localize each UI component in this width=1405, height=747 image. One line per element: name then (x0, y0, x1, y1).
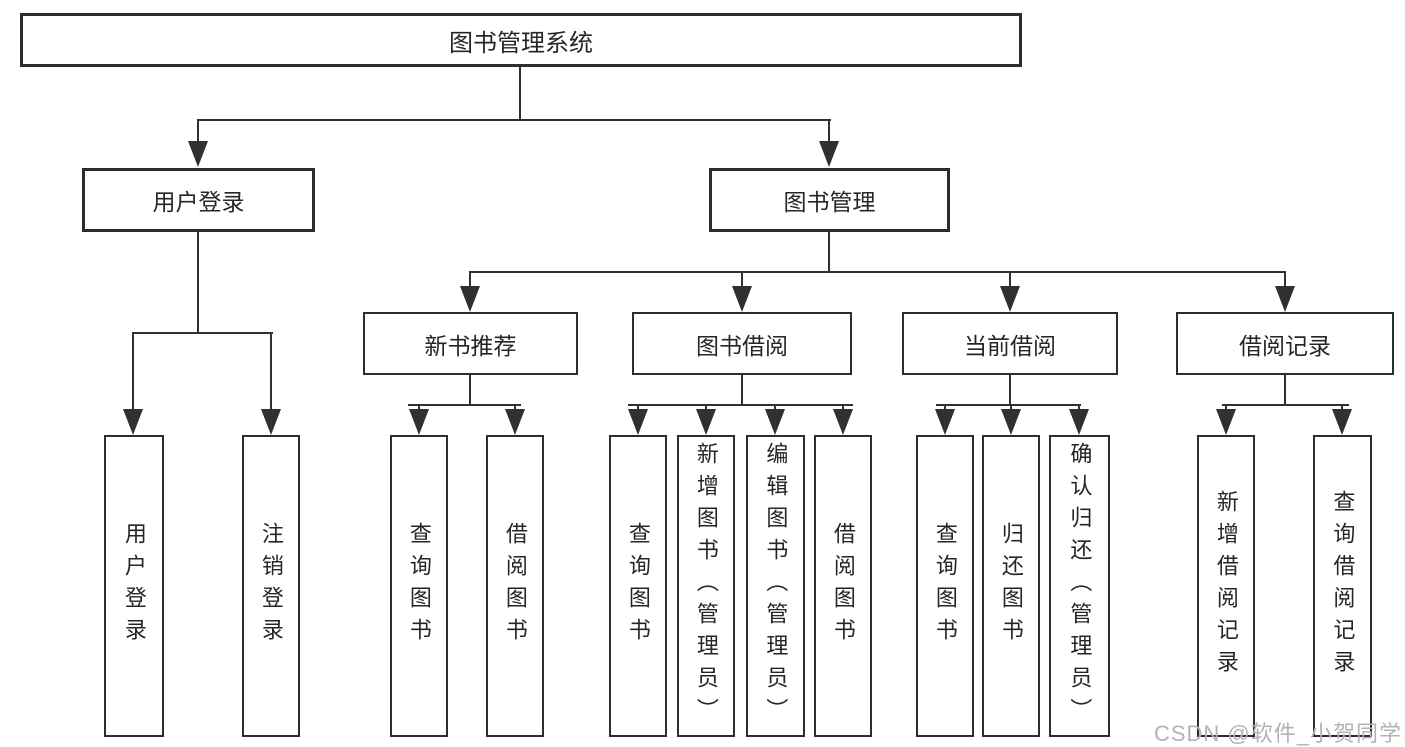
connector-line (774, 404, 776, 413)
node-book-management: 图书管理 (709, 168, 950, 232)
connector-line (842, 404, 844, 413)
arrow-down-icon (409, 409, 429, 435)
node-query-books-borrowing: 查询图书 (609, 435, 667, 737)
connector-line (469, 271, 1286, 273)
node-label: 借阅图书 (830, 522, 856, 650)
connector-line (270, 332, 272, 412)
connector-line (408, 404, 521, 406)
node-label: 图书管理系统 (449, 29, 593, 57)
node-label: 查询图书 (932, 522, 958, 650)
node-label: 查询图书 (406, 522, 432, 650)
connector-line (1009, 374, 1011, 406)
connector-line (628, 404, 853, 406)
connector-line (741, 374, 743, 406)
connector-line (1341, 404, 1343, 413)
node-label: 归还图书 (998, 522, 1024, 650)
node-label: 图书借阅 (696, 332, 788, 359)
node-logout: 注销登录 (242, 435, 300, 737)
node-user-login: 用户登录 (82, 168, 315, 232)
node-label: 编辑图书（管理员） (763, 442, 789, 730)
node-return-books: 归还图书 (982, 435, 1040, 737)
connector-line (1284, 271, 1286, 289)
connector-line (828, 231, 830, 273)
arrow-down-icon (261, 409, 281, 435)
node-user-login-leaf: 用户登录 (104, 435, 164, 737)
arrow-down-icon (819, 141, 839, 167)
connector-line (1284, 374, 1286, 406)
arrow-down-icon (1216, 409, 1236, 435)
arrow-down-icon (833, 409, 853, 435)
connector-line (418, 404, 420, 413)
arrow-down-icon (628, 409, 648, 435)
connector-line (1225, 404, 1227, 413)
node-book-borrowing: 图书借阅 (632, 312, 852, 375)
connector-line (741, 271, 743, 289)
node-borrowing-records: 借阅记录 (1176, 312, 1394, 375)
node-add-book-admin: 新增图书（管理员） (677, 435, 735, 737)
node-label: 图书管理 (783, 189, 876, 215)
connector-line (197, 231, 199, 334)
arrow-down-icon (935, 409, 955, 435)
arrow-down-icon (732, 286, 752, 312)
watermark-text: CSDN @软件_小贺同学 (1153, 721, 1402, 746)
node-label: 注销登录 (258, 522, 284, 650)
node-label: 确认归还（管理员） (1067, 442, 1093, 730)
arrow-down-icon (1001, 409, 1021, 435)
arrow-down-icon (696, 409, 716, 435)
connector-line (469, 271, 471, 289)
connector-line (1010, 404, 1012, 413)
connector-line (469, 374, 471, 406)
node-label: 当前借阅 (964, 332, 1056, 359)
arrow-down-icon (765, 409, 785, 435)
node-label: 新增借阅记录 (1213, 490, 1239, 682)
connector-line (637, 404, 639, 413)
arrow-down-icon (505, 409, 525, 435)
node-label: 查询借阅记录 (1330, 490, 1356, 682)
connector-line (197, 119, 199, 147)
node-edit-book-admin: 编辑图书（管理员） (746, 435, 805, 737)
arrow-down-icon (123, 409, 143, 435)
node-label: 借阅图书 (502, 522, 528, 650)
connector-line (519, 67, 521, 119)
node-borrow-books-recommend: 借阅图书 (486, 435, 544, 737)
arrow-down-icon (460, 286, 480, 312)
node-query-books-recommend: 查询图书 (390, 435, 448, 737)
node-query-borrow-record: 查询借阅记录 (1313, 435, 1372, 737)
arrow-down-icon (1000, 286, 1020, 312)
connector-line (132, 332, 134, 412)
arrow-down-icon (1332, 409, 1352, 435)
node-label: 新增图书（管理员） (693, 442, 719, 730)
connector-line (1222, 404, 1349, 406)
node-library-management-system: 图书管理系统 (20, 13, 1022, 67)
node-label: 新书推荐 (424, 332, 517, 359)
connector-line (944, 404, 946, 413)
connector-line (1078, 404, 1080, 413)
connector-line (936, 404, 1081, 406)
connector-line (132, 332, 273, 334)
node-new-book-recommendation: 新书推荐 (363, 312, 578, 375)
connector-line (705, 404, 707, 413)
node-confirm-return-admin: 确认归还（管理员） (1049, 435, 1110, 737)
arrow-down-icon (1069, 409, 1089, 435)
arrow-down-icon (1275, 286, 1295, 312)
connector-line (828, 119, 830, 147)
node-borrow-books-borrowing: 借阅图书 (814, 435, 872, 737)
node-query-books-current: 查询图书 (916, 435, 974, 737)
node-label: 用户登录 (152, 189, 245, 215)
node-label: 查询图书 (625, 522, 651, 650)
node-current-borrowing: 当前借阅 (902, 312, 1118, 375)
connector-line (197, 119, 831, 121)
arrow-down-icon (188, 141, 208, 167)
node-add-borrow-record: 新增借阅记录 (1197, 435, 1255, 737)
connector-line (514, 404, 516, 413)
node-label: 用户登录 (121, 522, 147, 650)
node-label: 借阅记录 (1239, 332, 1331, 359)
connector-line (1009, 271, 1011, 289)
